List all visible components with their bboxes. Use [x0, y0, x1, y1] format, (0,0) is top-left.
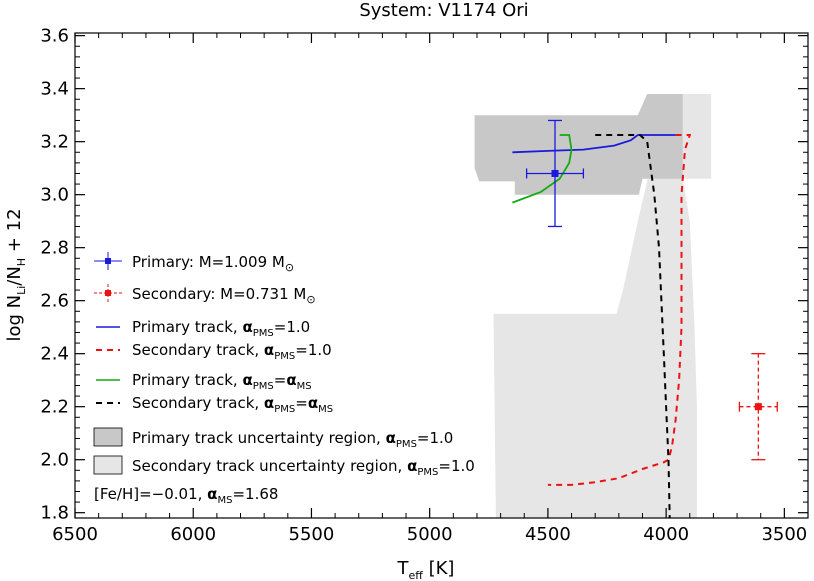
y-tick-label: 2.4	[40, 344, 69, 365]
legend-secondary-region-label: Secondary track uncertainty region, αPMS…	[132, 457, 475, 478]
legend-primary-point-label: Primary: M=1.009 M⊙	[132, 253, 294, 274]
legend-primary-region-label: Primary track uncertainty region, αPMS=1…	[132, 429, 453, 450]
legend-item-secondary-track-ms: Secondary track, αPMS=αMS	[96, 394, 333, 415]
secondary-uncertainty-region	[493, 94, 712, 518]
legend-secondary-point-marker	[105, 290, 111, 296]
x-tick-label: 4000	[643, 524, 689, 545]
plot-frame	[74, 32, 809, 519]
legend-primary-region-swatch	[93, 427, 123, 447]
chart-title: System: V1174 Ori	[359, 0, 528, 21]
y-tick-label: 2.2	[40, 397, 69, 418]
legend-primary-track-label: Primary track, αPMS=1.0	[132, 318, 310, 339]
x-axis-label: Teff [K]	[397, 558, 455, 581]
data-points	[525, 119, 778, 461]
y-tick-label: 2.0	[40, 450, 69, 471]
legend-item-secondary-track: Secondary track, αPMS=1.0	[96, 341, 332, 362]
legend-primary-track-ms-label: Primary track, αPMS=αMS	[132, 371, 312, 392]
y-axis-label: log NLi/NH + 12	[4, 208, 28, 341]
uncertainty-regions	[474, 94, 712, 518]
legend-item-secondary-point: Secondary: M=0.731 M⊙	[94, 284, 316, 306]
secondary-track-ms-line	[595, 134, 671, 519]
legend-secondary-track-label: Secondary track, αPMS=1.0	[132, 341, 332, 362]
x-tick-label: 6500	[52, 524, 98, 545]
y-tick-label: 3.0	[40, 185, 69, 206]
primary-track-ms-line	[512, 134, 573, 204]
secondary-track-line	[547, 134, 692, 486]
y-tick-label: 3.2	[40, 132, 69, 153]
legend: Primary: M=1.009 M⊙ Secondary: M=0.731 M…	[93, 252, 475, 506]
metallicity-annotation: [Fe/H]=−0.01, αMS=1.68	[94, 485, 278, 506]
legend-primary-point-marker	[105, 258, 111, 264]
legend-item-primary-point: Primary: M=1.009 M⊙	[94, 252, 294, 274]
legend-item-secondary-region: Secondary track uncertainty region, αPMS…	[93, 455, 475, 478]
legend-item-primary-region: Primary track uncertainty region, αPMS=1…	[93, 427, 453, 450]
y-tick-label: 3.6	[40, 26, 69, 47]
x-tick-label: 3500	[761, 524, 807, 545]
y-tick-label: 2.6	[40, 291, 69, 312]
legend-secondary-track-ms-label: Secondary track, αPMS=αMS	[132, 394, 333, 415]
y-tick-label: 1.8	[40, 503, 69, 524]
secondary-star-marker	[754, 403, 762, 411]
legend-item-primary-track: Primary track, αPMS=1.0	[96, 318, 310, 339]
primary-track-line	[512, 134, 676, 154]
x-tick-label: 6000	[170, 524, 216, 545]
x-tick-label: 5500	[289, 524, 335, 545]
legend-secondary-region-swatch	[93, 455, 123, 475]
legend-secondary-point-label: Secondary: M=0.731 M⊙	[132, 285, 316, 306]
axis-ticks: 6500 6000 5500 5000 4500 4000 3500 1.8 2.0 2.2 2.4…	[40, 26, 808, 545]
y-tick-label: 3.4	[40, 79, 69, 100]
legend-item-primary-track-ms: Primary track, αPMS=αMS	[96, 371, 312, 392]
x-tick-label: 5000	[407, 524, 453, 545]
x-tick-label: 4500	[525, 524, 571, 545]
primary-star-marker	[551, 169, 559, 177]
track-lines	[512, 134, 692, 519]
y-tick-label: 2.8	[40, 238, 69, 259]
